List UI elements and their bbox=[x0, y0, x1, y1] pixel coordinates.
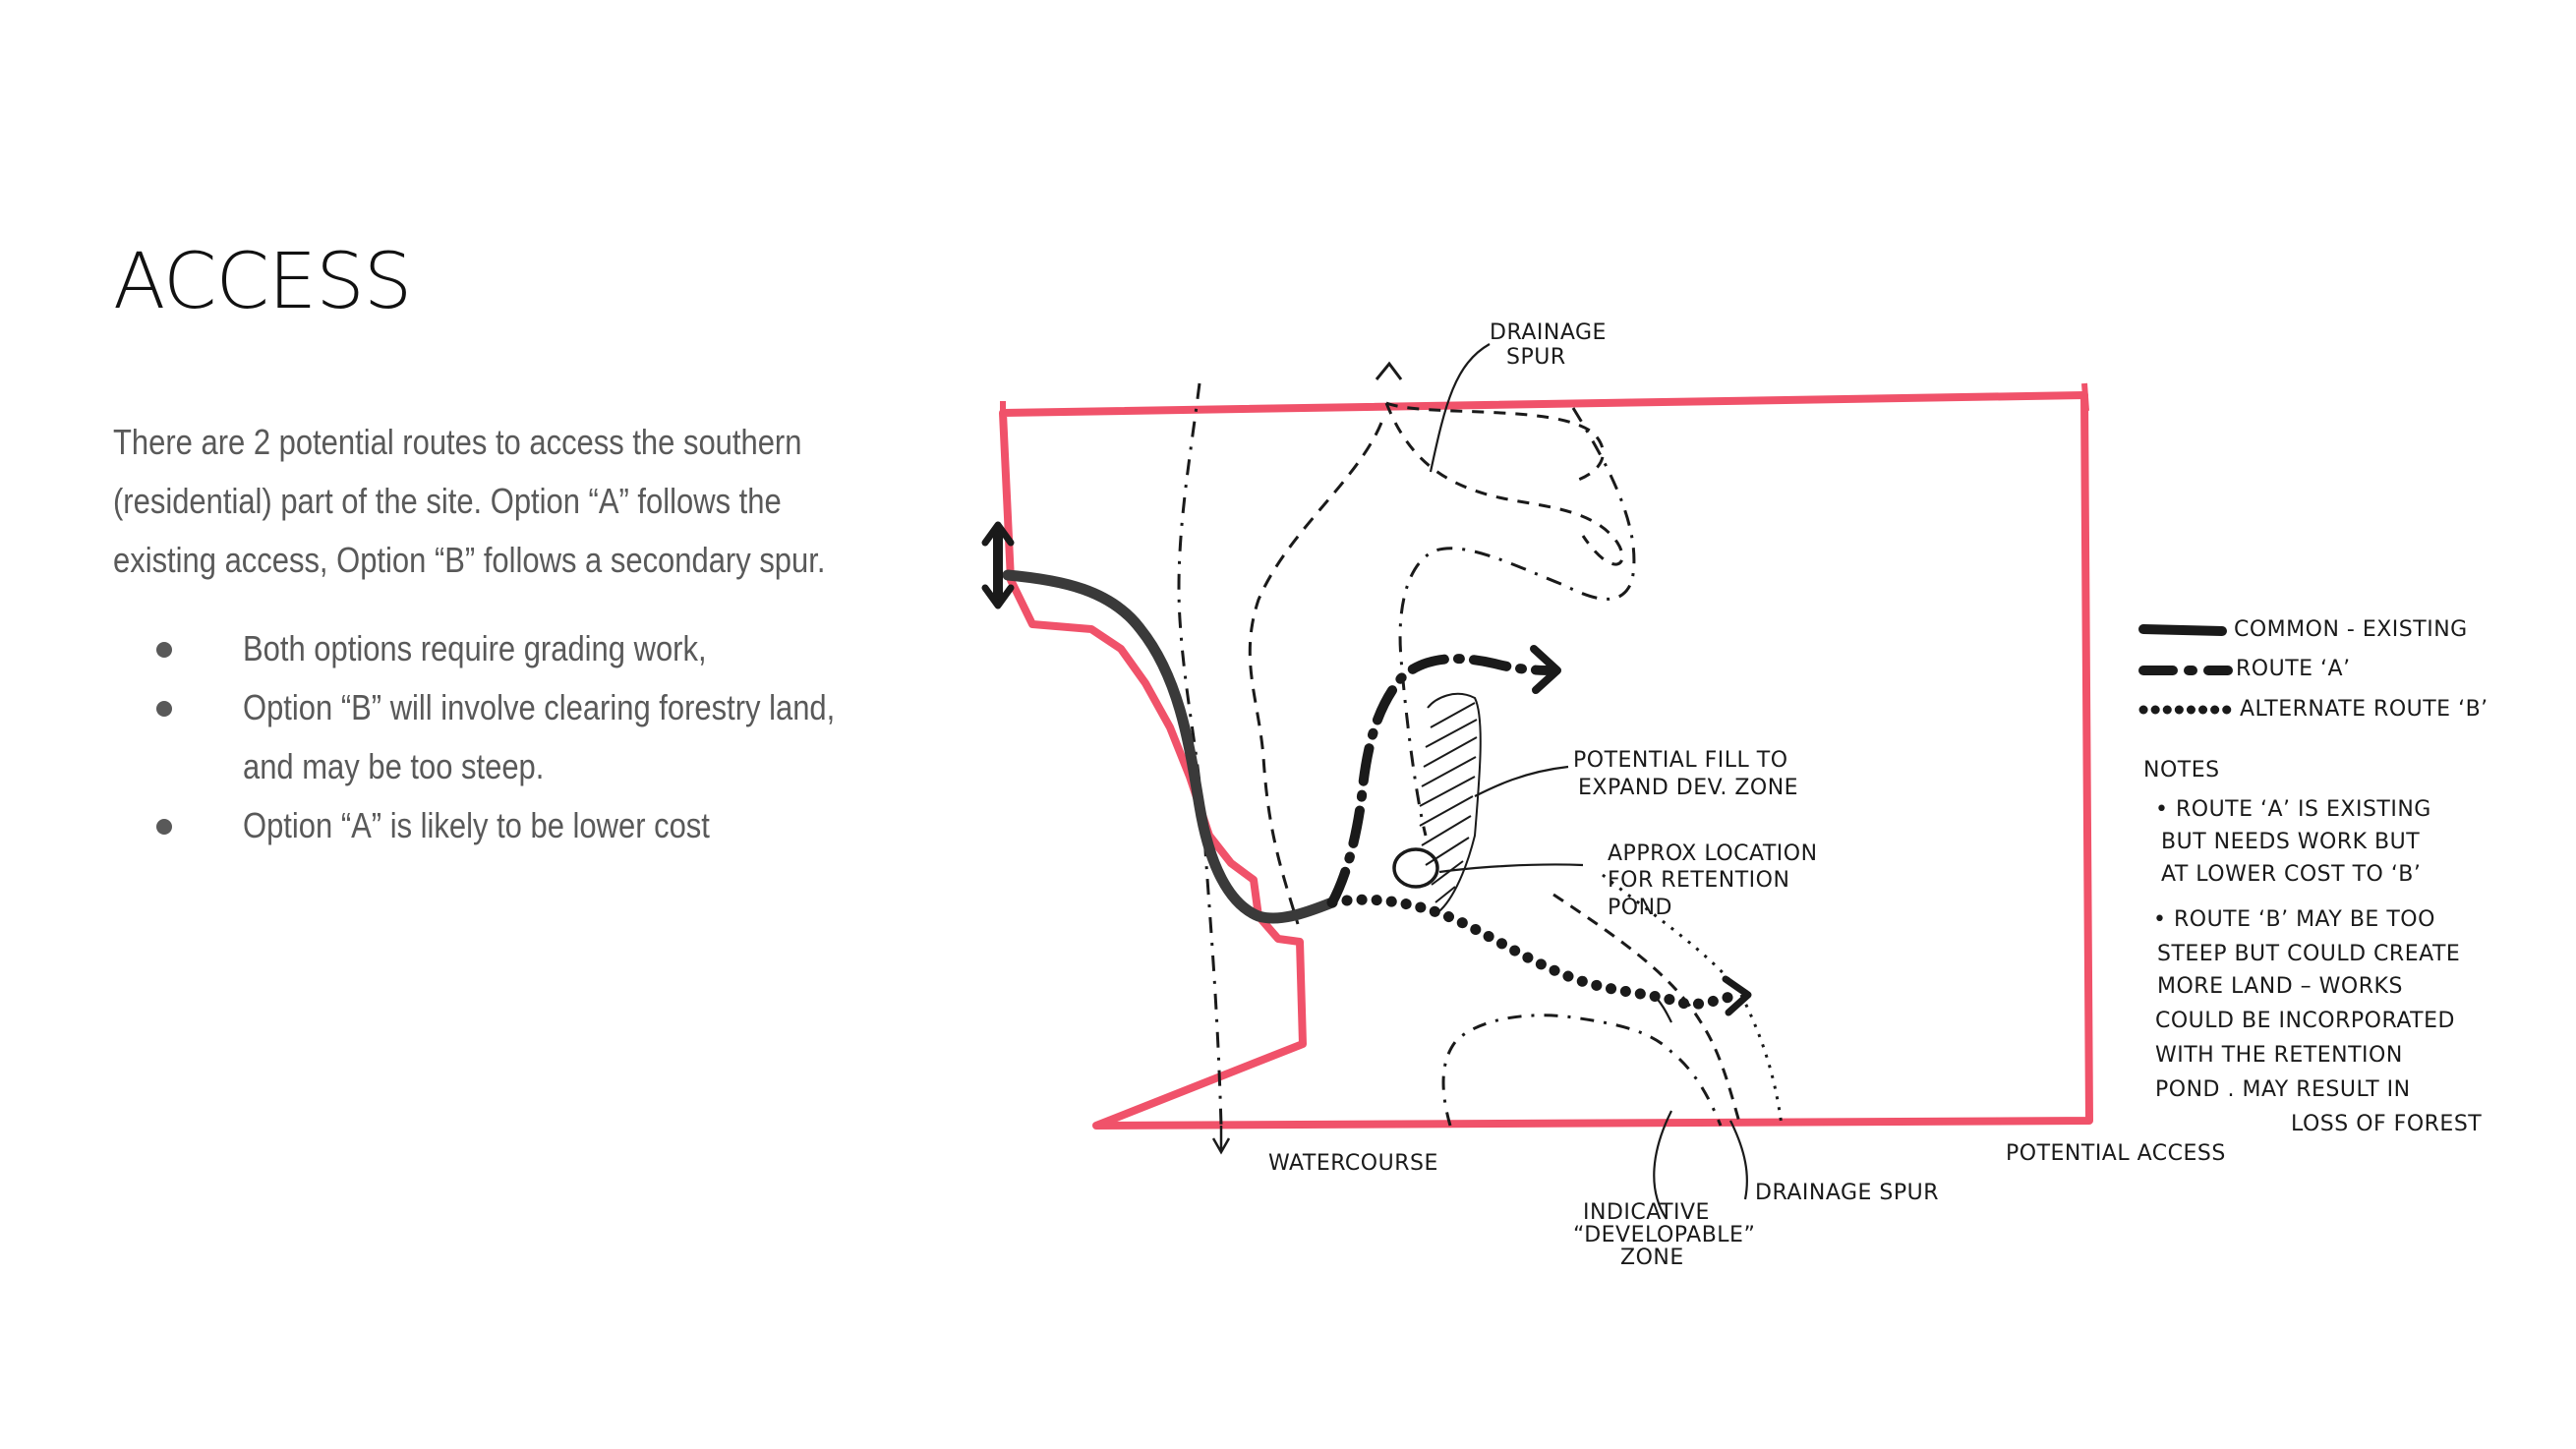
label-retention-pond: APPROX LOCATION bbox=[1608, 841, 1818, 866]
bullet-dot-icon bbox=[156, 819, 172, 835]
legend-route-b: ALTERNATE ROUTE ‘B’ bbox=[2240, 697, 2488, 722]
legend-swatch-common bbox=[2138, 624, 2227, 636]
watercourse-arrow-icon bbox=[1211, 1126, 1231, 1155]
notes-line: BUT NEEDS WORK BUT bbox=[2161, 830, 2420, 854]
label-potential-fill: EXPAND DEV. ZONE bbox=[1578, 776, 1798, 800]
label-potential-access: POTENTIAL ACCESS bbox=[2006, 1141, 2226, 1166]
intro-line: There are 2 potential routes to access t… bbox=[113, 422, 802, 462]
label-retention-pond: FOR RETENTION bbox=[1608, 868, 1789, 893]
boundary-tick bbox=[2081, 382, 2089, 412]
notes-line: POND . MAY RESULT IN bbox=[2155, 1077, 2411, 1102]
notes-line: COULD BE INCORPORATED bbox=[2155, 1009, 2455, 1033]
leader-lines bbox=[1429, 343, 1748, 1220]
label-drainage-spur-top: SPUR bbox=[1506, 345, 1566, 370]
label-indicative-zone: INDICATIVE bbox=[1583, 1200, 1710, 1225]
legend-route-a: ROUTE ‘A’ bbox=[2236, 657, 2351, 681]
watercourse-line bbox=[1177, 382, 1223, 1127]
intro-line: existing access, Option “B” follows a se… bbox=[113, 540, 826, 580]
bullet-continuation: and may be too steep. bbox=[113, 737, 880, 796]
notes-line: MORE LAND – WORKS bbox=[2157, 974, 2403, 999]
bullet-dot-icon bbox=[156, 642, 172, 658]
bullet-item: Both options require grading work, bbox=[113, 619, 880, 678]
bullet-item: Option “B” will involve clearing forestr… bbox=[113, 678, 880, 737]
label-watercourse: WATERCOURSE bbox=[1268, 1151, 1438, 1176]
label-drainage-spur-top: DRAINAGE bbox=[1490, 320, 1607, 345]
common-existing-route bbox=[1002, 569, 1338, 924]
drainage-arrow-icon bbox=[1375, 361, 1403, 380]
bullet-text: Option “A” is likely to be lower cost bbox=[243, 805, 710, 845]
notes-line: • ROUTE ‘B’ MAY BE TOO bbox=[2153, 907, 2435, 932]
bullet-item: Option “A” is likely to be lower cost bbox=[113, 796, 880, 855]
drainage-spur-bottom-line bbox=[1602, 873, 1784, 1127]
route-b-arrow-icon bbox=[1722, 975, 1752, 1016]
valley-line-left bbox=[1248, 422, 1383, 925]
label-drainage-spur-bottom: DRAINAGE SPUR bbox=[1755, 1181, 1939, 1205]
notes-line: STEEP BUT COULD CREATE bbox=[2157, 942, 2460, 966]
legend-common-existing: COMMON - EXISTING bbox=[2234, 617, 2468, 642]
slide-body: There are 2 potential routes to access t… bbox=[113, 413, 880, 855]
notes-heading: NOTES bbox=[2143, 758, 2220, 782]
bullet-text: and may be too steep. bbox=[243, 746, 545, 786]
developable-zone-line bbox=[1441, 1014, 1723, 1127]
notes-line: LOSS OF FOREST bbox=[2291, 1112, 2482, 1136]
bullet-text: Option “B” will involve clearing forestr… bbox=[243, 687, 836, 727]
bullet-text: Both options require grading work, bbox=[243, 628, 707, 668]
intro-line: (residential) part of the site. Option “… bbox=[113, 481, 782, 521]
route-a bbox=[1327, 654, 1558, 907]
sketch-legend: COMMON - EXISTING ROUTE ‘A’ ALTERNATE RO… bbox=[2138, 617, 2488, 722]
site-boundary bbox=[999, 391, 2093, 1130]
route-b bbox=[1326, 894, 1746, 1010]
bullet-dot-icon bbox=[156, 701, 172, 717]
notes-line: • ROUTE ‘A’ IS EXISTING bbox=[2155, 797, 2431, 822]
notes-line: AT LOWER COST TO ‘B’ bbox=[2161, 862, 2421, 887]
label-indicative-zone: ZONE bbox=[1620, 1246, 1684, 1270]
bullet-list: Both options require grading work, Optio… bbox=[113, 619, 880, 855]
route-a-arrow-icon bbox=[1530, 645, 1561, 694]
drainage-spur-bottom-line bbox=[1552, 893, 1742, 1127]
access-double-arrow-icon bbox=[981, 521, 1015, 609]
drainage-spur-loop bbox=[1384, 401, 1624, 566]
label-retention-pond: POND bbox=[1608, 896, 1672, 920]
sketch-notes: NOTES • ROUTE ‘A’ IS EXISTING BUT NEEDS … bbox=[2143, 758, 2482, 1136]
slide-title: ACCESS bbox=[113, 238, 412, 326]
fill-zone-hatch bbox=[1419, 692, 1482, 915]
retention-pond bbox=[1392, 847, 1439, 889]
label-indicative-zone: “DEVELOPABLE” bbox=[1573, 1223, 1755, 1247]
notes-line: WITH THE RETENTION bbox=[2155, 1043, 2403, 1068]
ridge-line-right bbox=[1398, 407, 1636, 837]
label-potential-fill: POTENTIAL FILL TO bbox=[1573, 748, 1788, 773]
site-access-sketch: DRAINAGE SPUR POTENTIAL FILL TO EXPAND D… bbox=[981, 320, 2488, 1270]
